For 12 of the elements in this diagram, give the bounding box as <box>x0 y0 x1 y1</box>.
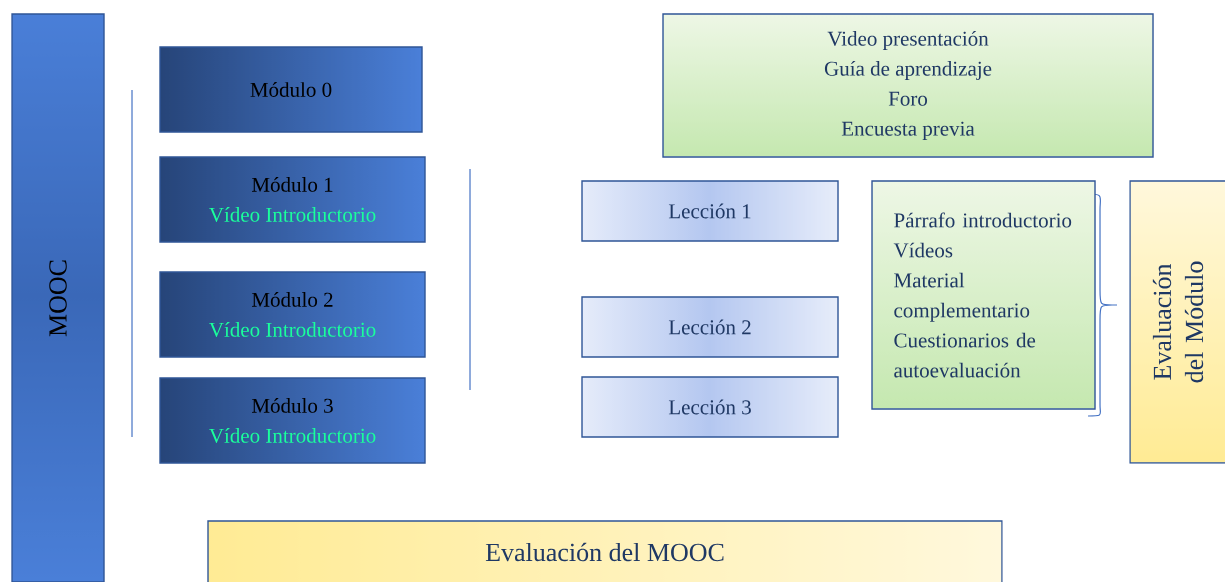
evaluation-box: Evaluación del MOOC <box>207 520 1003 582</box>
content-box: Párrafo introductorio Vídeos Material complementario Cuestionarios de autoevaluación <box>871 180 1096 410</box>
lesson-box: Lección 3 <box>581 376 839 438</box>
lesson-box: Lección 2 <box>581 296 839 358</box>
module-box: Módulo 0 <box>159 46 423 133</box>
module-box: Módulo 2 Vídeo Introductorio <box>159 271 426 358</box>
module-box: Módulo 1 Vídeo Introductorio <box>159 156 426 243</box>
intro-box: Video presentación Guía de aprendizaje Foro Encuesta previa <box>662 13 1154 158</box>
lesson-box: Lección 1 <box>581 180 839 242</box>
course-bar: MOOC <box>11 13 105 582</box>
evaluation-box: Evaluación del Módulo <box>1129 180 1225 464</box>
module-box: Módulo 3 Vídeo Introductorio <box>159 377 426 464</box>
